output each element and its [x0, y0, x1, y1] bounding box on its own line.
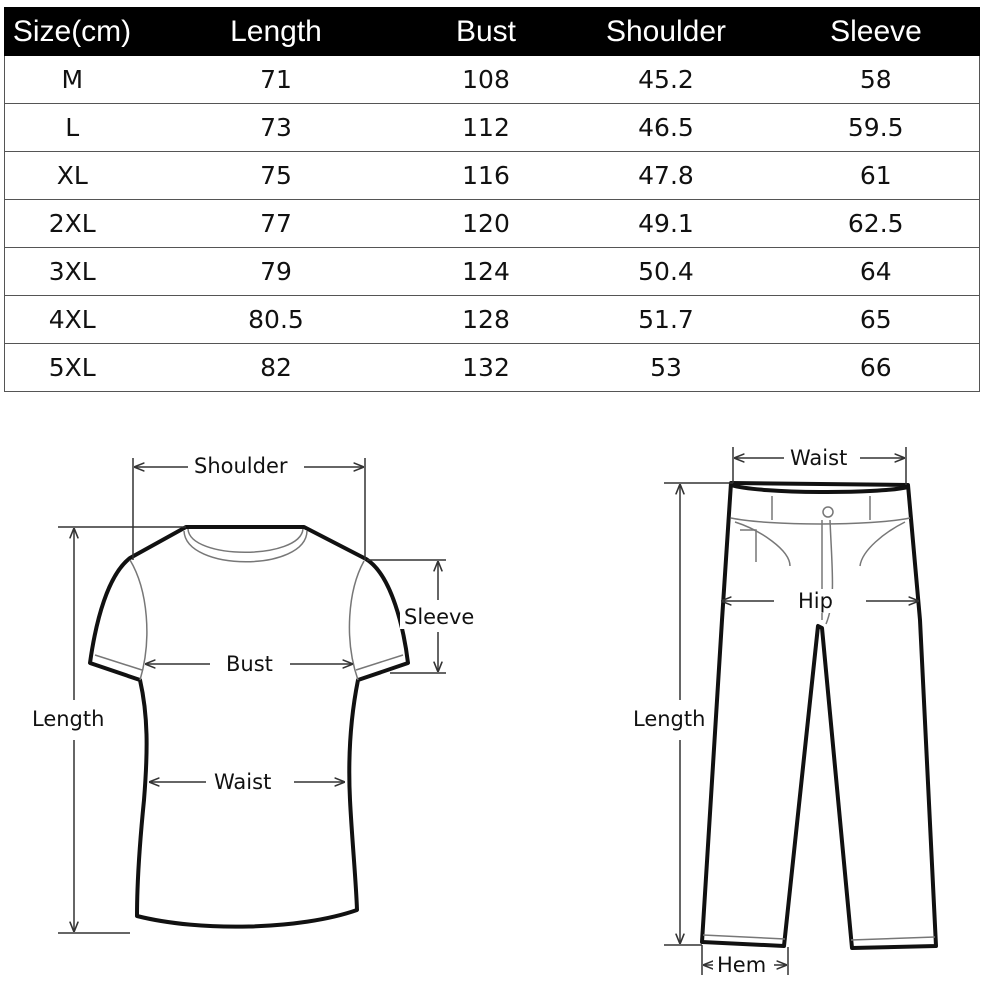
tshirt-drawing [88, 525, 410, 929]
table-header-row: Size(cm) Length Bust Shoulder Sleeve [4, 7, 980, 56]
sleeve-cell: 65 [772, 295, 980, 344]
table-row: 5XL 82 132 53 66 [4, 343, 980, 392]
size-cell: 3XL [4, 247, 140, 296]
table-row: M 71 108 45.2 58 [4, 55, 980, 104]
shoulder-cell: 47.8 [559, 151, 773, 200]
shirt-waist-label: Waist [210, 770, 276, 794]
hem-label: Hem [713, 953, 771, 977]
sleeve-label: Sleeve [400, 605, 479, 629]
column-header: Bust [412, 7, 560, 56]
shoulder-cell: 46.5 [559, 103, 773, 152]
sleeve-cell: 61 [772, 151, 980, 200]
shoulder-cell: 49.1 [559, 199, 773, 248]
size-cell: XL [4, 151, 140, 200]
sleeve-cell: 58 [772, 55, 980, 104]
size-cell: M [4, 55, 140, 104]
table-row: XL 75 116 47.8 61 [4, 151, 980, 200]
length-cell: 77 [139, 199, 413, 248]
table-row: 3XL 79 124 50.4 64 [4, 247, 980, 296]
table-row: 2XL 77 120 49.1 62.5 [4, 199, 980, 248]
column-header: Sleeve [772, 7, 980, 56]
shoulder-cell: 53 [559, 343, 773, 392]
column-header: Shoulder [559, 7, 773, 56]
sleeve-cell: 66 [772, 343, 980, 392]
hip-label: Hip [794, 589, 837, 613]
column-header: Size(cm) [4, 7, 140, 56]
size-cell: 5XL [4, 343, 140, 392]
column-header: Length [139, 7, 413, 56]
length-cell: 82 [139, 343, 413, 392]
bust-cell: 124 [412, 247, 560, 296]
bust-label: Bust [222, 652, 277, 676]
bust-cell: 132 [412, 343, 560, 392]
sleeve-cell: 64 [772, 247, 980, 296]
length-cell: 71 [139, 55, 413, 104]
shoulder-cell: 50.4 [559, 247, 773, 296]
shirt-length-label: Length [28, 707, 109, 731]
table-row: 4XL 80.5 128 51.7 65 [4, 295, 980, 344]
bust-cell: 112 [412, 103, 560, 152]
shoulder-label: Shoulder [190, 454, 292, 478]
size-cell: L [4, 103, 140, 152]
pants-length-label: Length [629, 707, 710, 731]
bust-cell: 128 [412, 295, 560, 344]
bust-cell: 108 [412, 55, 560, 104]
size-cell: 2XL [4, 199, 140, 248]
pants-drawing [700, 481, 938, 950]
bust-cell: 120 [412, 199, 560, 248]
length-cell: 79 [139, 247, 413, 296]
length-cell: 75 [139, 151, 413, 200]
shoulder-cell: 51.7 [559, 295, 773, 344]
length-cell: 73 [139, 103, 413, 152]
table-row: L 73 112 46.5 59.5 [4, 103, 980, 152]
bust-cell: 116 [412, 151, 560, 200]
size-chart-table: Size(cm) Length Bust Shoulder Sleeve M 7… [4, 7, 980, 392]
size-cell: 4XL [4, 295, 140, 344]
sleeve-cell: 62.5 [772, 199, 980, 248]
shoulder-cell: 45.2 [559, 55, 773, 104]
sleeve-cell: 59.5 [772, 103, 980, 152]
length-cell: 80.5 [139, 295, 413, 344]
pants-waist-label: Waist [786, 446, 852, 470]
